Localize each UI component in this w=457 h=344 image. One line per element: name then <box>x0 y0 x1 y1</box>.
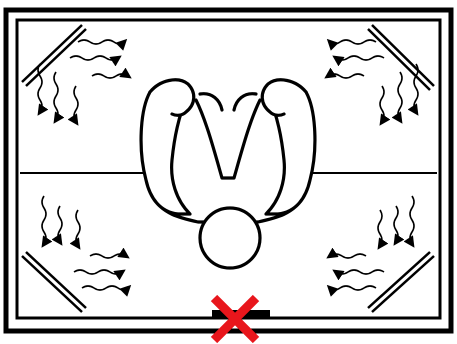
corner-strap-bottom-left <box>22 252 86 312</box>
person-figure <box>141 80 315 268</box>
corner-strap-bottom-right <box>368 252 434 312</box>
person-head <box>200 208 260 268</box>
